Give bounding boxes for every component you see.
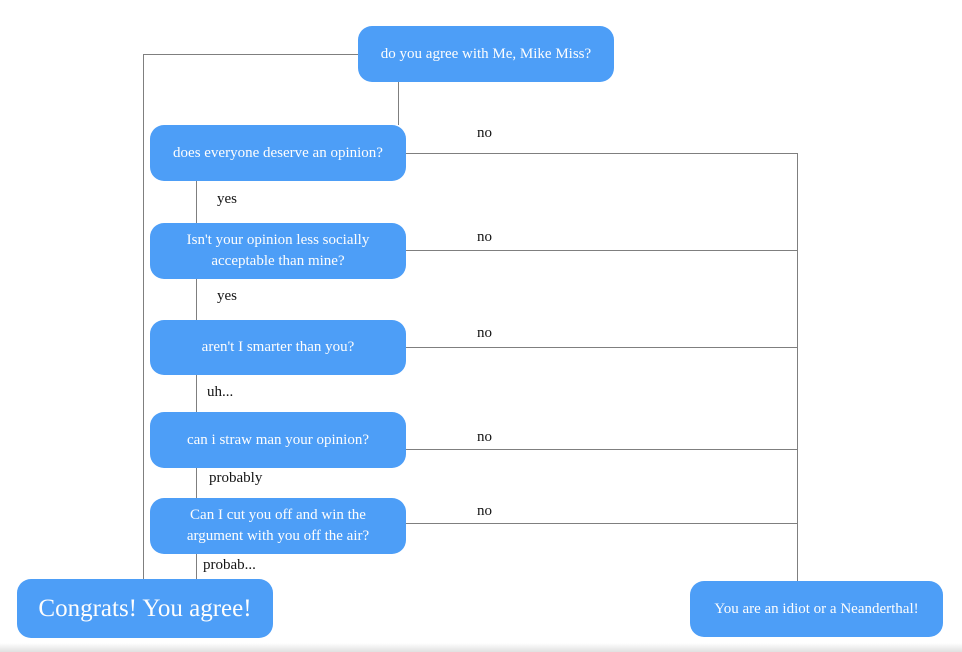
edge-line-no-strawman xyxy=(406,449,797,450)
flow-node-opinion[interactable]: does everyone deserve an opinion? xyxy=(150,125,406,181)
edge-label-probab: probab... xyxy=(203,557,256,573)
flow-node-strawman[interactable]: can i straw man your opinion? xyxy=(150,412,406,468)
edge-label-uh-smarter: uh... xyxy=(207,384,234,400)
edge-label-no-cutoff: no xyxy=(477,503,492,519)
flow-node-cutoff[interactable]: Can I cut you off and win the argument w… xyxy=(150,498,406,554)
edge-line-no-acceptable xyxy=(406,250,797,251)
flow-node-congrats[interactable]: Congrats! You agree! xyxy=(17,579,273,638)
edge-line-yes-opinion xyxy=(196,181,197,223)
edge-line-probably xyxy=(196,468,197,498)
edge-label-yes-opinion: yes xyxy=(217,191,237,207)
edge-line-probab xyxy=(196,554,197,579)
edge-line-no-smarter xyxy=(406,347,797,348)
edge-label-no-smarter: no xyxy=(477,325,492,341)
edge-line-yes-acceptable xyxy=(196,279,197,320)
edge-line-left-down xyxy=(143,54,144,579)
edge-label-no-opinion: no xyxy=(477,125,492,141)
edge-line-start-down xyxy=(398,82,399,125)
edge-line-right-down xyxy=(797,153,798,581)
edge-line-start-left xyxy=(143,54,358,55)
flow-node-start[interactable]: do you agree with Me, Mike Miss? xyxy=(358,26,614,82)
flow-node-acceptable[interactable]: Isn't your opinion less socially accepta… xyxy=(150,223,406,279)
edge-line-uh-smarter xyxy=(196,375,197,412)
flow-node-neanderthal[interactable]: You are an idiot or a Neanderthal! xyxy=(690,581,943,637)
edge-label-probably: probably xyxy=(209,470,263,486)
edge-line-no-opinion xyxy=(406,153,797,154)
flow-node-smarter[interactable]: aren't I smarter than you? xyxy=(150,320,406,375)
edge-label-no-strawman: no xyxy=(477,429,492,445)
edge-label-yes-acceptable: yes xyxy=(217,288,237,304)
edge-label-no-acceptable: no xyxy=(477,229,492,245)
edge-line-no-cutoff xyxy=(406,523,797,524)
canvas-bottom-edge xyxy=(0,643,962,652)
